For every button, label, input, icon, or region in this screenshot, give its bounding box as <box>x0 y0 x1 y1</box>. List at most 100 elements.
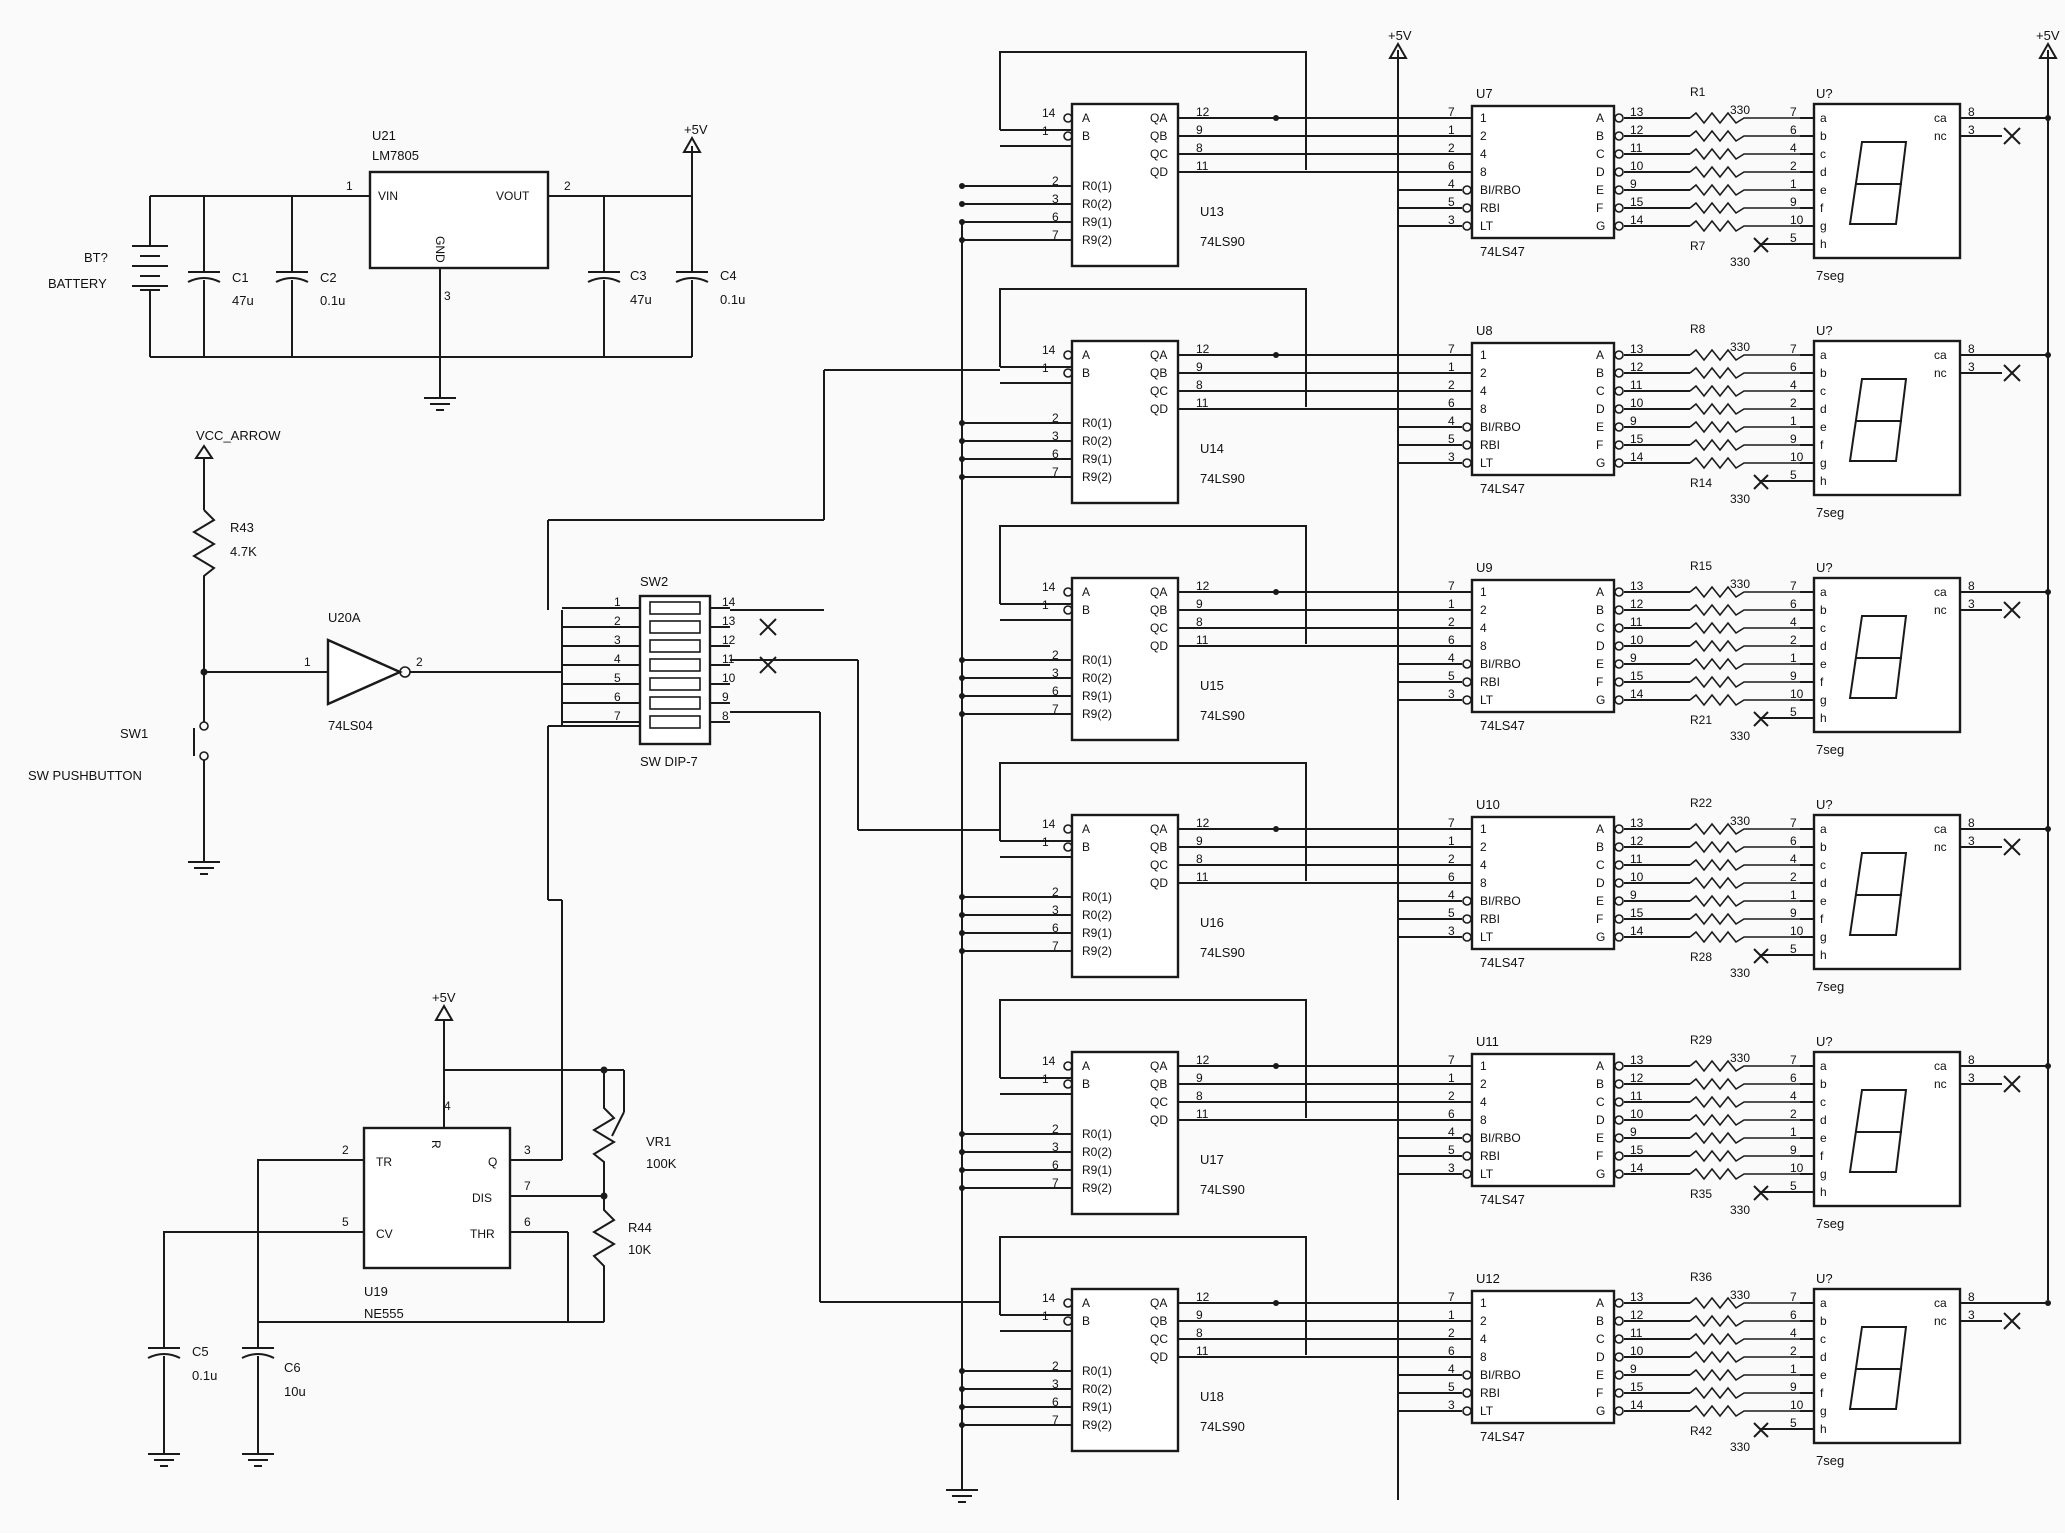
bus-lines <box>946 41 2058 1503</box>
display-ref: U? <box>1816 560 1833 575</box>
svg-text:2: 2 <box>1480 603 1487 617</box>
resistor-330 <box>1689 1386 1800 1400</box>
capacitor-c4 <box>675 146 709 357</box>
vr1-ref: VR1 <box>646 1134 671 1149</box>
resistor-330 <box>1689 1059 1800 1073</box>
svg-text:13: 13 <box>1630 105 1644 119</box>
svg-text:D: D <box>1596 1113 1605 1127</box>
svg-text:9: 9 <box>1196 1308 1203 1322</box>
svg-text:1: 1 <box>1790 651 1797 665</box>
svg-text:13: 13 <box>1630 579 1644 593</box>
svg-text:1: 1 <box>1042 361 1049 375</box>
digit-glyph <box>1848 1326 1908 1410</box>
resistor-330 <box>1689 840 1800 854</box>
svg-text:3: 3 <box>1448 213 1455 227</box>
svg-text:A: A <box>1596 111 1604 125</box>
svg-text:5: 5 <box>1448 195 1455 209</box>
svg-text:3: 3 <box>1968 597 1975 611</box>
svg-text:h: h <box>1820 1422 1827 1436</box>
svg-text:7: 7 <box>1448 579 1455 593</box>
timer-ic <box>362 1126 512 1270</box>
svg-text:4: 4 <box>1480 147 1487 161</box>
dip-slider <box>649 696 701 710</box>
svg-text:2: 2 <box>1480 129 1487 143</box>
svg-text:1: 1 <box>1480 111 1487 125</box>
dip-pin-right: 12 <box>722 633 736 647</box>
svg-text:11: 11 <box>1196 159 1209 173</box>
svg-text:ca: ca <box>1934 1059 1947 1073</box>
svg-text:B: B <box>1596 840 1604 854</box>
resistor-330 <box>1689 621 1800 635</box>
resistor-330 <box>1689 1131 1800 1145</box>
svg-text:QD: QD <box>1150 1350 1168 1364</box>
dip-pin-left: 6 <box>614 690 621 704</box>
svg-text:F: F <box>1596 438 1603 452</box>
battery-label: BATTERY <box>48 276 107 291</box>
svg-text:f: f <box>1820 201 1824 215</box>
svg-text:10: 10 <box>1630 396 1644 410</box>
svg-text:d: d <box>1820 639 1827 653</box>
svg-text:9: 9 <box>1630 1125 1637 1139</box>
svg-text:6: 6 <box>1790 1071 1797 1085</box>
svg-text:R9(1): R9(1) <box>1082 452 1112 466</box>
svg-text:1: 1 <box>1042 1072 1049 1086</box>
svg-text:C: C <box>1596 858 1605 872</box>
seven-segment-display <box>1812 102 1962 260</box>
svg-text:f: f <box>1820 675 1824 689</box>
capacitor-c5 <box>147 1347 181 1467</box>
svg-text:QA: QA <box>1150 822 1167 836</box>
timer-pin-thr-label: THR <box>470 1227 495 1241</box>
svg-text:g: g <box>1820 1404 1827 1418</box>
svg-text:4: 4 <box>1448 888 1455 902</box>
svg-text:F: F <box>1596 675 1603 689</box>
svg-text:9: 9 <box>1790 669 1797 683</box>
svg-text:8: 8 <box>1196 378 1203 392</box>
capacitor-c1 <box>187 196 221 357</box>
counter-ref: U16 <box>1200 915 1224 930</box>
c4-ref: C4 <box>720 268 737 283</box>
svg-text:g: g <box>1820 1167 1827 1181</box>
svg-text:2: 2 <box>1052 1122 1059 1136</box>
dip-pin-left: 1 <box>614 595 621 609</box>
decoder-ref: U8 <box>1476 323 1493 338</box>
svg-text:7: 7 <box>1790 1290 1797 1304</box>
svg-text:R0(1): R0(1) <box>1082 1127 1112 1141</box>
svg-text:8: 8 <box>1968 579 1975 593</box>
svg-text:QC: QC <box>1150 621 1168 635</box>
svg-text:6: 6 <box>1052 447 1059 461</box>
svg-text:B: B <box>1596 1314 1604 1328</box>
resistor-330 <box>1689 201 1800 215</box>
svg-text:5: 5 <box>1448 906 1455 920</box>
svg-text:1: 1 <box>1448 1308 1455 1322</box>
svg-text:ca: ca <box>1934 111 1947 125</box>
svg-text:13: 13 <box>1630 1053 1644 1067</box>
svg-text:R9(1): R9(1) <box>1082 926 1112 940</box>
c5-value: 0.1u <box>192 1368 217 1383</box>
svg-text:5: 5 <box>1790 705 1797 719</box>
svg-text:9: 9 <box>1196 360 1203 374</box>
svg-text:nc: nc <box>1934 840 1947 854</box>
svg-text:4: 4 <box>1790 615 1797 629</box>
resistor-330 <box>1689 585 1800 599</box>
resistor-r43 <box>192 509 216 672</box>
r44-ref: R44 <box>628 1220 652 1235</box>
digit-glyph <box>1848 1089 1908 1173</box>
svg-text:2: 2 <box>1480 840 1487 854</box>
svg-text:7: 7 <box>1790 342 1797 356</box>
svg-text:2: 2 <box>1052 174 1059 188</box>
svg-text:c: c <box>1820 1095 1826 1109</box>
timer-section: U19 NE555 TR CV Q DIS THR R 2 5 3 7 6 4 … <box>147 899 677 1467</box>
display-part: 7seg <box>1816 1453 1844 1468</box>
svg-text:1: 1 <box>1480 1296 1487 1310</box>
seven-segment-display <box>1812 339 1962 497</box>
svg-text:12: 12 <box>1196 816 1210 830</box>
resistor-330 <box>1689 1404 1800 1418</box>
svg-text:2: 2 <box>1448 852 1455 866</box>
resistor-330 <box>1689 111 1800 125</box>
regulator-vin: VIN <box>378 189 398 203</box>
power-arrow-5v <box>682 135 702 196</box>
svg-text:2: 2 <box>1790 633 1797 647</box>
vcc-label: VCC_ARROW <box>196 428 281 443</box>
